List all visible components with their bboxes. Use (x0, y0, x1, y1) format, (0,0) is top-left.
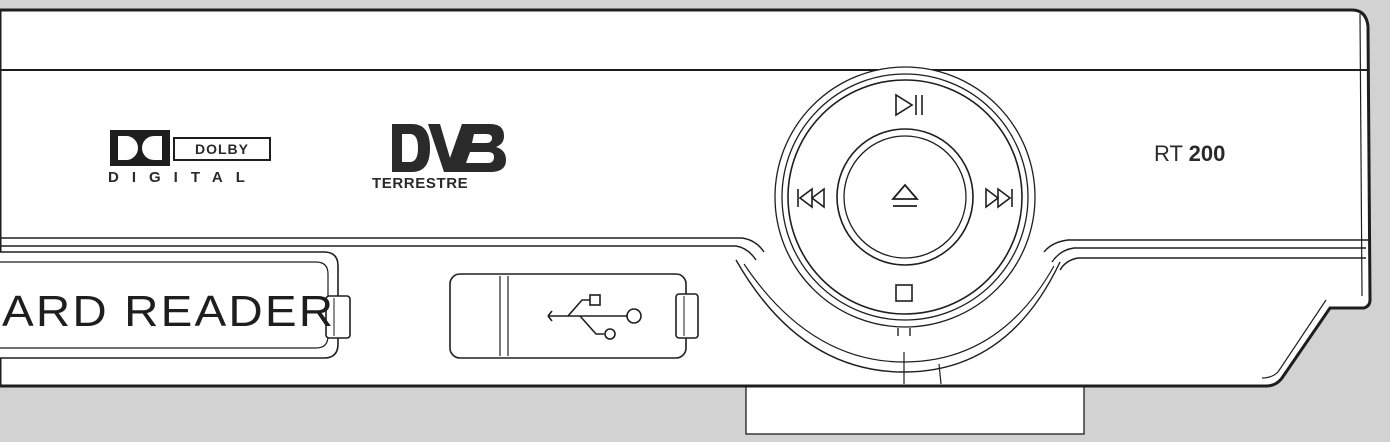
play-pause-icon (895, 93, 923, 117)
dolby-digital-label: DIGITAL (108, 169, 258, 186)
play-pause-button[interactable] (880, 86, 930, 120)
usb-icon (547, 294, 642, 340)
device-body (0, 8, 1372, 388)
bezel-line-right (1043, 239, 1368, 271)
dolby-wordmark: DOLBY (195, 141, 249, 157)
stop-icon (895, 284, 913, 302)
skip-forward-button[interactable] (978, 182, 1018, 214)
eject-icon (891, 183, 919, 207)
card-reader-latch (325, 295, 351, 339)
dvb-logo (392, 124, 506, 172)
skip-forward-icon (985, 187, 1013, 209)
dvb-terrestre-label: TERRESTRE (372, 175, 469, 192)
eject-button[interactable] (836, 128, 974, 266)
dolby-double-d-icon (110, 130, 271, 166)
model-number: 200 (1188, 141, 1226, 166)
skip-back-icon (797, 187, 825, 209)
stop-button[interactable] (885, 274, 925, 310)
bezel-line-left (0, 237, 765, 261)
card-reader-label: ARD READER (2, 287, 336, 336)
model-name: RT 200 (1154, 143, 1225, 165)
skip-back-button[interactable] (792, 182, 832, 214)
model-prefix: RT (1154, 141, 1189, 166)
